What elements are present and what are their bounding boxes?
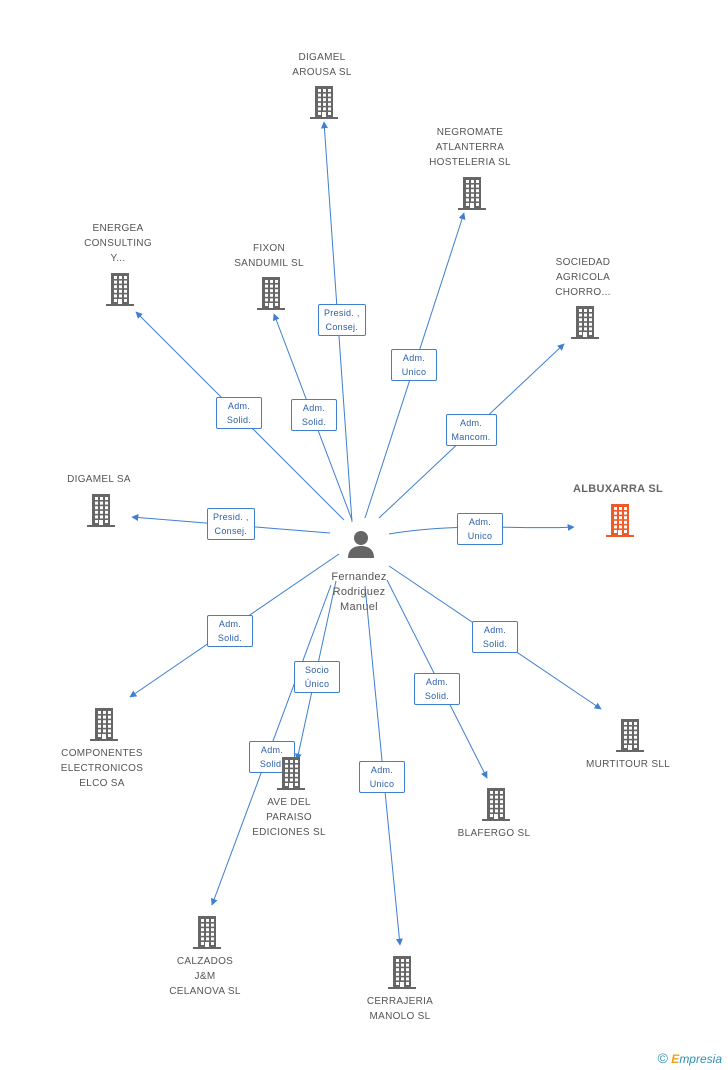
relation-label-digamel-arousa[interactable]: Presid. , Consej. xyxy=(318,304,366,336)
building-icon-componentes[interactable] xyxy=(88,706,120,747)
company-label-componentes[interactable]: COMPONENTES ELECTRONICOS ELCO SA xyxy=(60,748,144,789)
company-label-digamel-arousa[interactable]: DIGAMEL AROUSA SL xyxy=(292,52,352,78)
relation-label-negromate[interactable]: Adm. Unico xyxy=(391,349,437,381)
company-label-digamel-sa[interactable]: DIGAMEL SA xyxy=(67,474,131,485)
building-icon-cerrajeria[interactable] xyxy=(386,954,418,995)
building-icon-albuxarra[interactable] xyxy=(604,502,636,543)
building-icon-fixon[interactable] xyxy=(255,275,287,316)
relation-label-fixon[interactable]: Adm. Solid. xyxy=(291,399,337,431)
relation-label-blafergo[interactable]: Adm. Solid. xyxy=(414,673,460,705)
relation-label-ave[interactable]: Socio Único xyxy=(294,661,340,693)
building-icon-ave[interactable] xyxy=(275,755,307,796)
copyright-icon: © xyxy=(657,1050,668,1066)
relation-label-energea[interactable]: Adm. Solid. xyxy=(216,397,262,429)
company-label-blafergo[interactable]: BLAFERGO SL xyxy=(457,828,531,839)
relation-label-albuxarra[interactable]: Adm. Unico xyxy=(457,513,503,545)
company-label-fixon[interactable]: FIXON SANDUMIL SL xyxy=(234,243,304,269)
company-label-energea[interactable]: ENERGEA CONSULTING Y... xyxy=(84,223,152,264)
relation-label-componentes[interactable]: Adm. Solid. xyxy=(207,615,253,647)
person-icon[interactable] xyxy=(346,529,376,564)
building-icon-energea[interactable] xyxy=(104,271,136,312)
relation-label-cerrajeria[interactable]: Adm. Unico xyxy=(359,761,405,793)
company-label-sociedad[interactable]: SOCIEDAD AGRICOLA CHORRO... xyxy=(555,257,611,298)
building-icon-calzados[interactable] xyxy=(191,914,223,955)
person-name[interactable]: Fernandez Rodriguez Manuel xyxy=(331,571,387,613)
empresia-logo-text: mpresia xyxy=(679,1052,722,1066)
relation-label-sociedad[interactable]: Adm. Mancom. xyxy=(445,414,497,446)
company-label-negromate[interactable]: NEGROMATE ATLANTERRA HOSTELERIA SL xyxy=(429,127,511,168)
building-icon-digamel-sa[interactable] xyxy=(85,492,117,533)
building-icon-digamel-arousa[interactable] xyxy=(308,84,340,125)
company-label-murtitour[interactable]: MURTITOUR SLL xyxy=(585,759,671,770)
relation-label-digamel-sa[interactable]: Presid. , Consej. xyxy=(207,508,255,540)
building-icon-negromate[interactable] xyxy=(456,175,488,216)
empresia-watermark[interactable]: © Empresia xyxy=(658,1050,722,1066)
relation-label-murtitour[interactable]: Adm. Solid. xyxy=(472,621,518,653)
company-label-albuxarra[interactable]: ALBUXARRA SL xyxy=(573,483,663,495)
building-icon-blafergo[interactable] xyxy=(480,786,512,827)
company-label-ave[interactable]: AVE DEL PARAISO EDICIONES SL xyxy=(252,797,326,838)
building-icon-murtitour[interactable] xyxy=(614,717,646,758)
empresia-logo-initial: E xyxy=(671,1052,680,1066)
building-icon-sociedad[interactable] xyxy=(569,304,601,345)
company-label-cerrajeria[interactable]: CERRAJERIA MANOLO SL xyxy=(366,996,434,1022)
company-label-calzados[interactable]: CALZADOS J&M CELANOVA SL xyxy=(169,956,241,997)
